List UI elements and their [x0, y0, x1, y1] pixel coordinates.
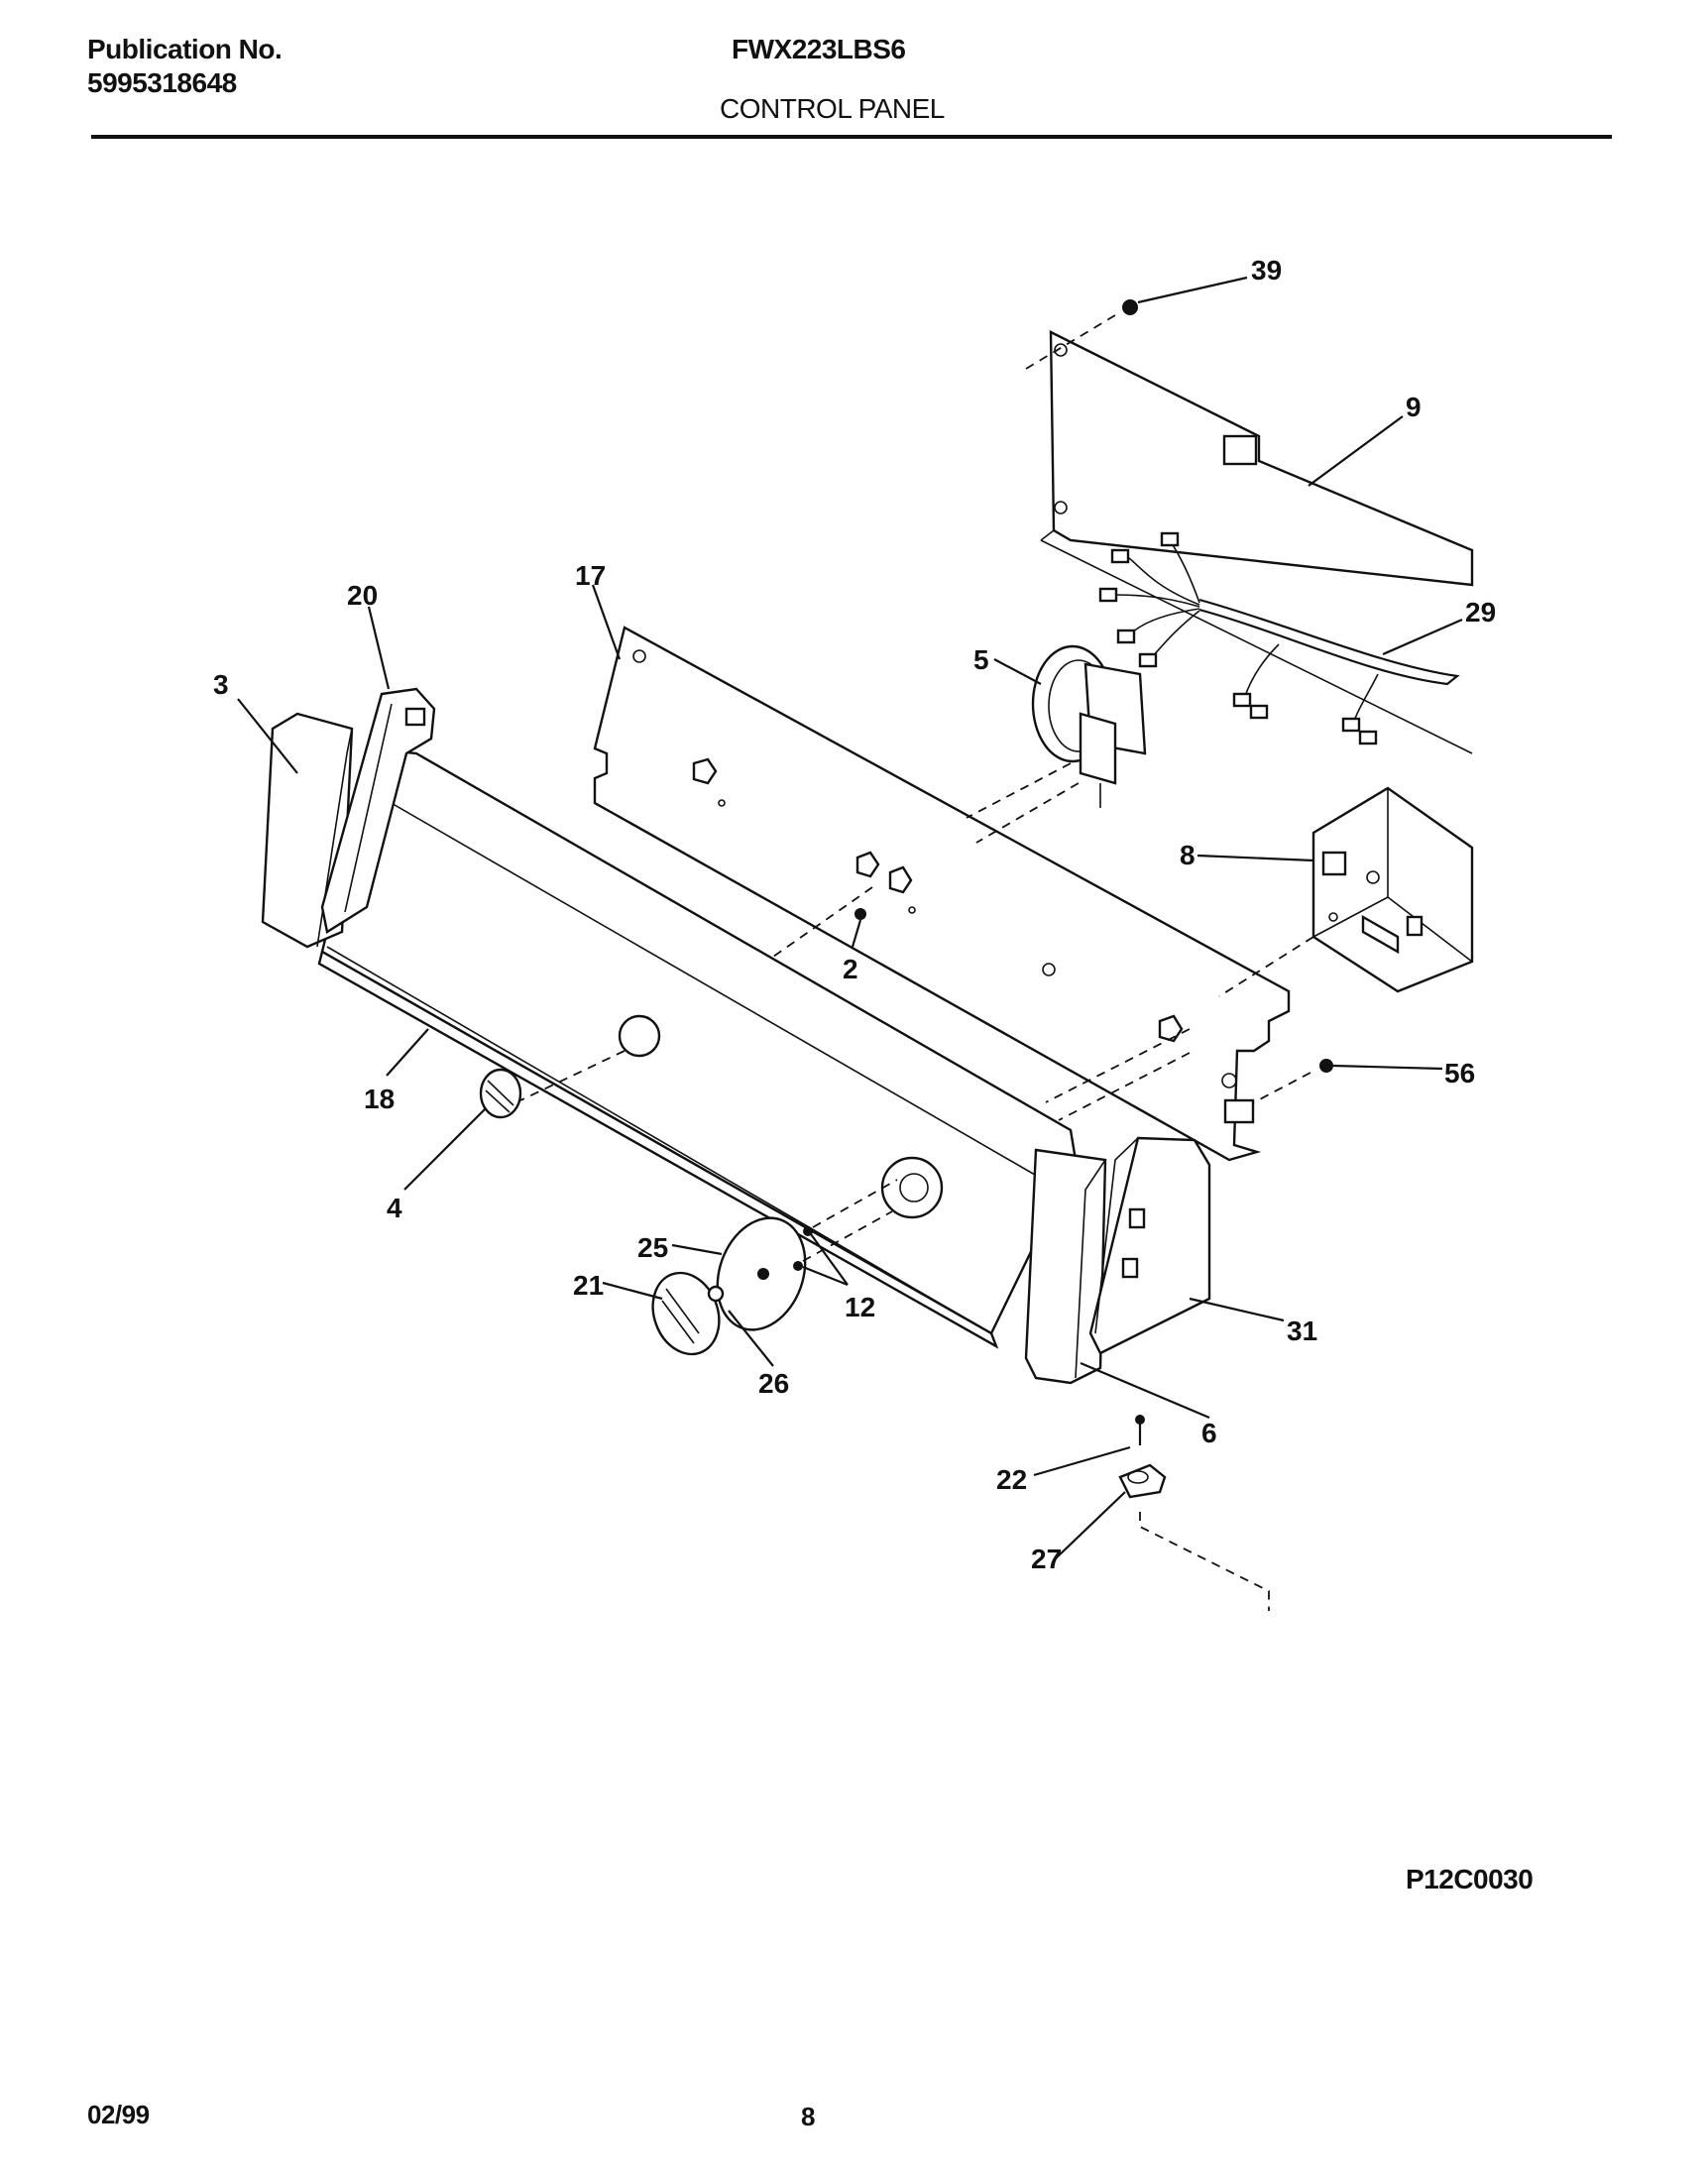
console-panel-part-18	[317, 746, 1078, 1349]
clip-part-27	[1118, 1463, 1167, 1499]
screws-part-12	[793, 1179, 898, 1271]
drive-motor-part-5	[1031, 644, 1147, 808]
callout-12: 12	[845, 1292, 875, 1322]
publication-date: 02/99	[87, 2100, 150, 2129]
callout-4: 4	[387, 1193, 402, 1223]
callout-21: 21	[573, 1270, 604, 1301]
callout-9: 9	[1406, 392, 1422, 422]
wire-harness-part-29	[1098, 531, 1460, 745]
page-number: 8	[801, 2102, 815, 2131]
callout-3: 3	[213, 669, 229, 700]
screw-part-2	[772, 886, 873, 958]
callout-labels: 39 9 29 5 17 20 3 8 2 56 18 4 25 21 12 2…	[213, 255, 1496, 1574]
publication-label: Publication No.	[87, 34, 283, 64]
left-bracket-part-20	[320, 687, 436, 934]
back-panel-part-9	[1040, 330, 1474, 754]
model-number: FWX223LBS6	[732, 34, 906, 64]
callout-22: 22	[996, 1464, 1027, 1495]
callout-18: 18	[364, 1084, 395, 1114]
callout-56: 56	[1444, 1058, 1475, 1088]
screw-part-39	[1025, 299, 1138, 370]
rear-control-board-part-17	[593, 626, 1291, 1162]
screw-part-56	[1253, 1059, 1333, 1103]
callout-20: 20	[347, 580, 378, 611]
right-end-cap-part-6	[1024, 1148, 1107, 1385]
callout-6: 6	[1201, 1418, 1217, 1448]
screw-part-22	[1135, 1415, 1145, 1445]
knob-part-4	[479, 1068, 522, 1119]
diagram-code: P12C0030	[1406, 1864, 1534, 1894]
section-title: CONTROL PANEL	[720, 93, 945, 124]
leader-lines	[237, 276, 1463, 1559]
callout-39: 39	[1251, 255, 1282, 286]
callout-29: 29	[1465, 597, 1496, 628]
callout-8: 8	[1180, 840, 1196, 870]
header-rule	[91, 135, 1612, 139]
callout-27: 27	[1031, 1544, 1062, 1574]
publication-number: 5995318648	[87, 67, 237, 98]
right-bracket-part-31	[1088, 1136, 1211, 1355]
callout-5: 5	[973, 644, 989, 675]
knob-part-21	[651, 1271, 725, 1356]
callout-25: 25	[637, 1232, 668, 1263]
callout-17: 17	[575, 560, 606, 591]
callout-2: 2	[843, 954, 858, 984]
callout-26: 26	[758, 1368, 789, 1399]
callout-31: 31	[1287, 1316, 1317, 1346]
timer-part-8	[1311, 786, 1474, 993]
assembly-guide-lines	[519, 762, 1314, 1611]
